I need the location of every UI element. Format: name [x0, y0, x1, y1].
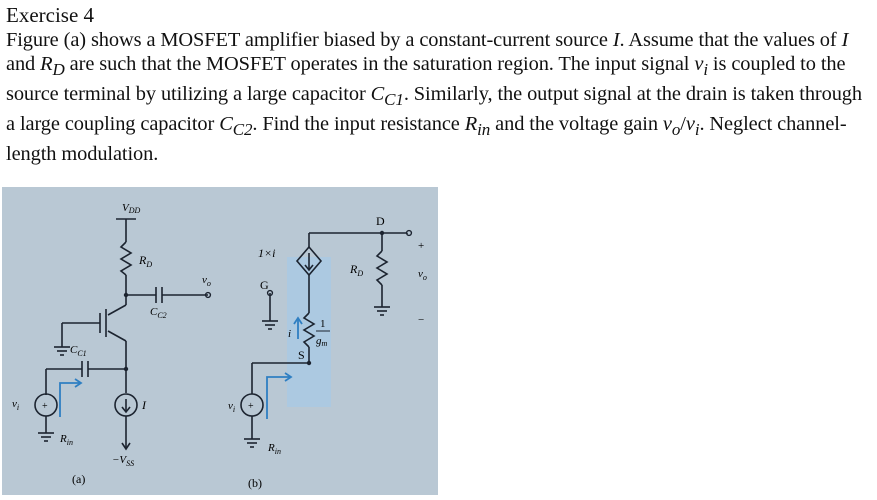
output-terminal-b [405, 229, 413, 237]
nodes-b [266, 229, 413, 366]
label-ixi: 1×i [258, 246, 275, 260]
resistor-rd-a [119, 241, 133, 276]
label-g: G [260, 278, 269, 292]
label-s: S [298, 348, 305, 362]
current-source-arrow [121, 406, 131, 414]
circuit-b [240, 232, 408, 448]
label-rd-b: RD [349, 262, 363, 278]
caption-b: (b) [248, 476, 262, 490]
exercise-title: Exercise 4 [6, 3, 95, 27]
caption-a: (a) [72, 472, 85, 486]
label-vss: −VSS [112, 454, 134, 468]
label-cc1: CC1 [70, 344, 87, 358]
drain-node [379, 230, 385, 236]
label-cc2: CC2 [150, 306, 167, 320]
circuit-figure: VDD RD vo CC2 CC1 vi + I Rin −VSS (a) 1×… [2, 187, 438, 495]
label-rin-b: Rin [267, 442, 281, 456]
rin-arrow-b-line [266, 376, 290, 419]
resistor-rd-b [375, 250, 389, 286]
node [123, 366, 129, 372]
label-gm-num: 1 [320, 318, 326, 330]
wire [107, 304, 127, 316]
resistor-1-over-gm [302, 312, 316, 348]
label-i: i [288, 328, 291, 340]
label-vi-b: vi [228, 400, 235, 414]
dependent-source-arrow [304, 264, 314, 272]
source-node [306, 360, 312, 366]
label-gm-den: gm [316, 335, 328, 348]
label-plus-source-b: + [248, 401, 254, 412]
nodes-a [123, 291, 212, 372]
label-current-i: I [141, 398, 147, 412]
label-vo-b: vo [418, 268, 427, 282]
rin-arrow-a-line [59, 382, 80, 417]
label-d: D [376, 214, 385, 228]
label-plus-b: + [418, 240, 424, 252]
vss-arrow [121, 442, 131, 451]
gate-terminal [266, 289, 274, 297]
current-arrow-i-head [293, 316, 303, 325]
label-minus-b: − [418, 314, 424, 326]
label-vi-a: vi [12, 398, 19, 412]
rin-arrow-a [59, 378, 83, 417]
rin-arrow-a-head [74, 378, 83, 388]
circuit-diagram: VDD RD vo CC2 CC1 vi + I Rin −VSS (a) 1×… [2, 187, 438, 495]
node [123, 292, 129, 298]
arrows-b [266, 316, 303, 419]
wire [107, 330, 127, 342]
label-plus-a: + [42, 401, 48, 412]
label-rd-a: RD [138, 253, 152, 269]
label-vo-a: vo [202, 274, 211, 288]
label-vdd: VDD [122, 202, 141, 215]
label-rin-a: Rin [59, 433, 73, 447]
circuit-a [34, 218, 208, 451]
problem-statement: Figure (a) shows a MOSFET amplifier bias… [6, 29, 862, 166]
rin-arrow-b-head [284, 372, 293, 382]
output-terminal-a [204, 291, 212, 299]
photo-background [2, 187, 438, 495]
